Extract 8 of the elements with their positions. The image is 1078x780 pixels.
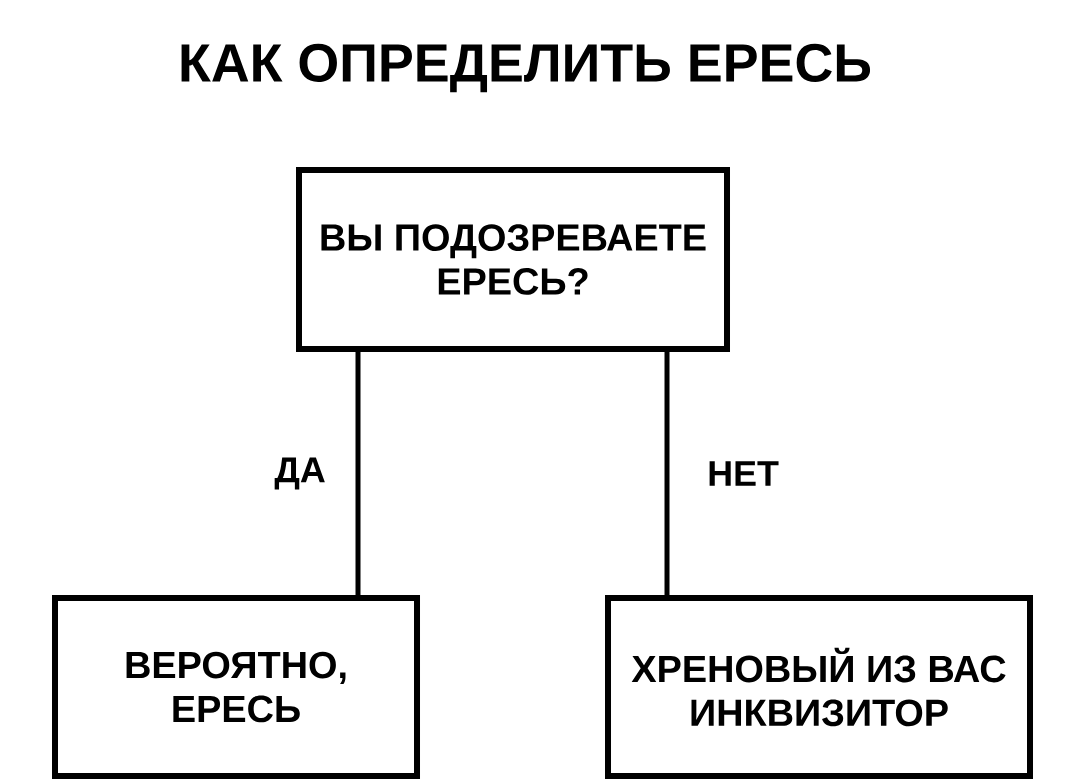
result-box: ХРЕНОВЫЙ ИЗ ВАС ИНКВИЗИТОР: [605, 595, 1033, 779]
edge-label: ДА: [272, 455, 328, 492]
decision-box: ВЫ ПОДОЗРЕВАЕТЕ ЕРЕСЬ?: [296, 167, 730, 352]
result-box: ВЕРОЯТНО, ЕРЕСЬ: [52, 595, 420, 779]
connector-line: [355, 352, 361, 595]
connector-line: [664, 352, 670, 595]
edge-label: НЕТ: [705, 459, 781, 488]
title: КАК ОПРЕДЕЛИТЬ ЕРЕСЬ: [181, 43, 871, 93]
